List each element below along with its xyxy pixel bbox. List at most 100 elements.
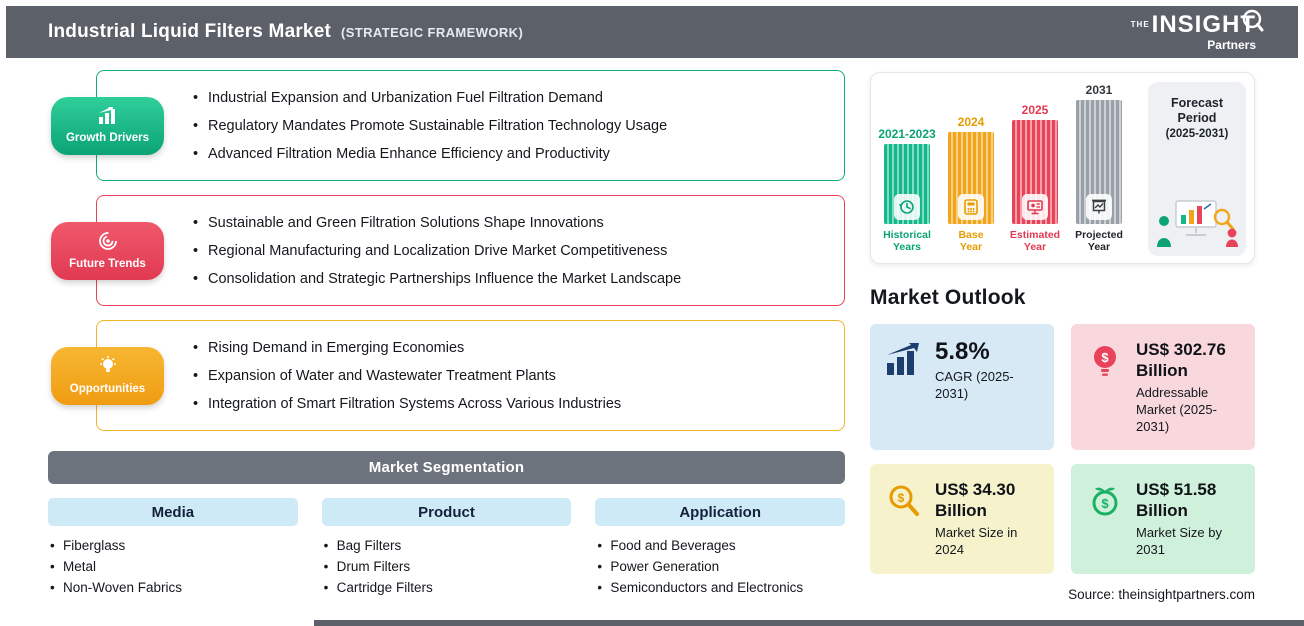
growth-drivers-bullets: Industrial Expansion and Urbanization Fu… [193, 84, 830, 168]
dollar-bulb-icon: $ [1084, 339, 1126, 381]
next-section-edge [314, 620, 1304, 626]
list-item: Non-Woven Fabrics [50, 577, 298, 598]
product-header: Product [321, 498, 572, 526]
svg-text:$: $ [1101, 350, 1109, 365]
base-year-bar: 2024 Base Year [947, 83, 995, 255]
list-item: Bag Filters [324, 535, 572, 556]
bullet-item: Integration of Smart Filtration Systems … [193, 390, 830, 418]
segmentation-columns: Media Fiberglass Metal Non-Woven Fabrics… [48, 498, 846, 598]
bar [948, 132, 994, 224]
segmentation-column-application: Application Food and Beverages Power Gen… [595, 498, 846, 598]
market-segmentation-title: Market Segmentation [368, 459, 525, 476]
opportunities-panel: Opportunities Rising Demand in Emerging … [51, 320, 845, 431]
bar-year-label: 2024 [957, 115, 985, 129]
svg-text:$: $ [898, 491, 905, 505]
product-items: Bag Filters Drum Filters Cartridge Filte… [322, 535, 572, 598]
bullet-item: Consolidation and Strategic Partnerships… [193, 265, 830, 293]
market-size-2024-card: $ US$ 34.30 Billion Market Size in 2024 [870, 464, 1054, 574]
bullet-item: Advanced Filtration Media Enhance Effici… [193, 140, 830, 168]
page-subtitle: (STRATEGIC FRAMEWORK) [341, 25, 524, 40]
calculator-icon [958, 194, 984, 220]
bar [1076, 100, 1122, 225]
historical-years-bar: 2021-2023 Historical Years [878, 83, 935, 255]
history-clock-icon [894, 194, 920, 220]
source-attribution: Source: theinsightpartners.com [1068, 587, 1255, 602]
addressable-text: US$ 302.76 Billion Addressable Market (2… [1136, 339, 1242, 435]
growth-drivers-label: Growth Drivers [65, 132, 150, 144]
bar-caption: Base Year [958, 229, 984, 253]
insight-partners-logo: THE INSIGHT Partners [1130, 9, 1264, 52]
cagr-value: 5.8% [935, 338, 990, 365]
opportunities-label: Opportunities [69, 383, 146, 395]
list-item: Power Generation [597, 556, 845, 577]
logo-name: INSIGHT [1151, 11, 1256, 38]
money-growth-icon: $ [1084, 479, 1126, 519]
size-2031-value: US$ 51.58 Billion [1136, 480, 1217, 520]
market-outlook-title: Market Outlook [870, 286, 1026, 309]
bullet-item: Regulatory Mandates Promote Sustainable … [193, 112, 830, 140]
cagr-card: 5.8% CAGR (2025-2031) [870, 324, 1054, 450]
media-items: Fiberglass Metal Non-Woven Fabrics [48, 535, 298, 598]
spiral-target-icon [98, 231, 118, 256]
lightbulb-icon [98, 356, 118, 381]
logo-row: THE INSIGHT [1130, 9, 1264, 38]
projector-screen-icon [1086, 194, 1112, 221]
application-header: Application [595, 498, 846, 526]
cagr-desc: CAGR (2025-2031) [935, 369, 1014, 401]
market-outlook-column: 2021-2023 Historical Years 2024 [870, 72, 1256, 602]
page-title: Industrial Liquid Filters Market [48, 21, 331, 42]
size-2031-text: US$ 51.58 Billion Market Size by 2031 [1136, 479, 1242, 558]
bar-year-label: 2031 [1085, 83, 1113, 97]
addressable-value: US$ 302.76 Billion [1136, 340, 1226, 380]
size-2024-text: US$ 34.30 Billion Market Size in 2024 [935, 479, 1041, 558]
forecast-period-box: Forecast Period (2025-2031) [1148, 82, 1246, 256]
header-title-wrap: Industrial Liquid Filters Market (STRATE… [48, 21, 523, 43]
media-header: Media [48, 498, 298, 526]
forecast-timeline-card: 2021-2023 Historical Years 2024 [870, 72, 1255, 264]
computer-monitor-icon [1022, 194, 1048, 220]
growth-drivers-badge: Growth Drivers [51, 96, 164, 155]
opportunities-bullets: Rising Demand in Emerging Economies Expa… [193, 334, 830, 418]
growth-bars-icon [883, 339, 925, 377]
growth-chart-icon [97, 107, 119, 130]
application-items: Food and Beverages Power Generation Semi… [595, 535, 845, 598]
list-item: Drum Filters [324, 556, 572, 577]
bullet-item: Rising Demand in Emerging Economies [193, 334, 830, 362]
timeline-bars: 2021-2023 Historical Years 2024 [878, 82, 1123, 255]
list-item: Metal [50, 556, 298, 577]
bar-caption: Projected Year [1075, 229, 1123, 254]
forecast-period-title: Forecast Period [1170, 96, 1224, 125]
size-2024-desc: Market Size in 2024 [935, 525, 1018, 557]
bar-caption: Estimated Year [1009, 229, 1061, 253]
list-item: Food and Beverages [597, 535, 845, 556]
cagr-text: 5.8% CAGR (2025-2031) [935, 339, 1041, 402]
analysts-illustration [1154, 189, 1240, 252]
bar [884, 144, 930, 224]
bullet-item: Industrial Expansion and Urbanization Fu… [193, 84, 830, 112]
dollar-magnifier-icon: $ [883, 479, 925, 519]
size-2031-desc: Market Size by 2031 [1136, 525, 1222, 557]
outlook-cards: 5.8% CAGR (2025-2031) $ US$ 302.76 Billi… [870, 324, 1256, 574]
logo-prefix: THE [1130, 20, 1150, 29]
svg-text:$: $ [1101, 496, 1109, 511]
list-item: Fiberglass [50, 535, 298, 556]
bar [1012, 120, 1058, 224]
market-segmentation-header: Market Segmentation [48, 451, 845, 484]
bar-caption: Historical Years [883, 229, 931, 253]
estimated-year-bar: 2025 Estimated Year [1009, 83, 1061, 255]
bar-year-label: 2025 [1021, 103, 1049, 117]
market-size-2031-card: $ US$ 51.58 Billion Market Size by 2031 [1071, 464, 1255, 574]
projected-year-bar: 2031 Projected Year [1075, 83, 1123, 255]
addressable-market-card: $ US$ 302.76 Billion Addressable Market … [1071, 324, 1255, 450]
future-trends-bullets: Sustainable and Green Filtration Solutio… [193, 209, 830, 293]
bullet-item: Sustainable and Green Filtration Solutio… [193, 209, 830, 237]
addressable-desc: Addressable Market (2025-2031) [1136, 385, 1217, 434]
framework-column: Growth Drivers Industrial Expansion and … [48, 70, 846, 598]
logo-suffix: Partners [1207, 38, 1256, 52]
future-trends-label: Future Trends [69, 258, 146, 270]
header-bar: Industrial Liquid Filters Market (STRATE… [6, 6, 1298, 58]
list-item: Semiconductors and Electronics [597, 577, 845, 598]
bullet-item: Regional Manufacturing and Localization … [193, 237, 830, 265]
bullet-item: Expansion of Water and Wastewater Treatm… [193, 362, 830, 390]
